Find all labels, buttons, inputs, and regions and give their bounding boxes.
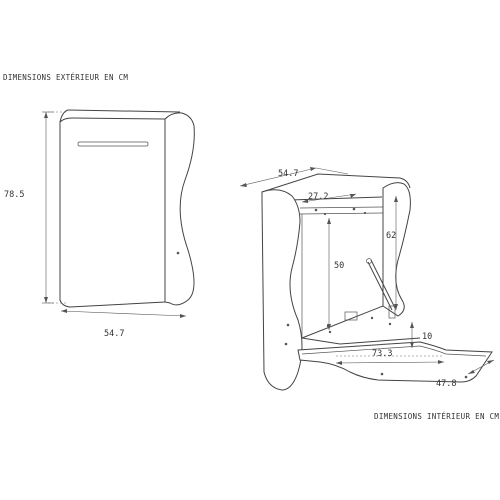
exterior-width-dimension: [60, 309, 187, 318]
interior-inner-height-dimension: [327, 218, 331, 330]
interior-inner-width-dimension: [301, 193, 357, 203]
exterior-height-label: 78.5: [4, 190, 24, 200]
cabinet-side-panel: [164, 112, 195, 306]
closed-cabinet: 78.5 54.7: [4, 109, 195, 339]
interior-dimensions-caption: DIMENSIONS INTÉRIEUR EN CM: [374, 412, 500, 421]
screw-dot: [176, 251, 180, 255]
interior-top-width-dimension: [239, 167, 349, 187]
fold-down-table: [297, 341, 493, 383]
interior-side-height-label: 10: [422, 332, 432, 342]
hinge-strut: [366, 258, 396, 319]
interior-table-depth-dimension: [335, 355, 445, 365]
base-plate: [344, 311, 358, 321]
interior-table-width-dimension: [467, 359, 495, 375]
interior-left-side: [261, 189, 303, 391]
interior-top-width-label: 54.7: [278, 169, 298, 179]
interior-inner-width-label: 27.2: [308, 192, 328, 202]
exterior-width-label: 54.7: [104, 329, 124, 339]
interior-inner-height-label: 50: [334, 261, 344, 271]
interior-side-height-dimension: [410, 322, 414, 348]
interior-table-width-label: 47.8: [436, 379, 456, 389]
exterior-dimensions-caption: DIMENSIONS EXTÉRIEUR EN CM: [3, 73, 129, 82]
open-cabinet: 54.7 27.2 62 50 10: [239, 167, 495, 391]
exterior-height-dimension: [42, 111, 66, 304]
interior-full-height-dimension: [394, 196, 398, 310]
interior-full-height-label: 62: [386, 231, 396, 241]
cabinet-front-panel: [59, 117, 166, 308]
interior-table-depth-label: 73.3: [372, 349, 392, 359]
interior-right-side: [382, 182, 411, 317]
handle-slot: [77, 141, 149, 147]
